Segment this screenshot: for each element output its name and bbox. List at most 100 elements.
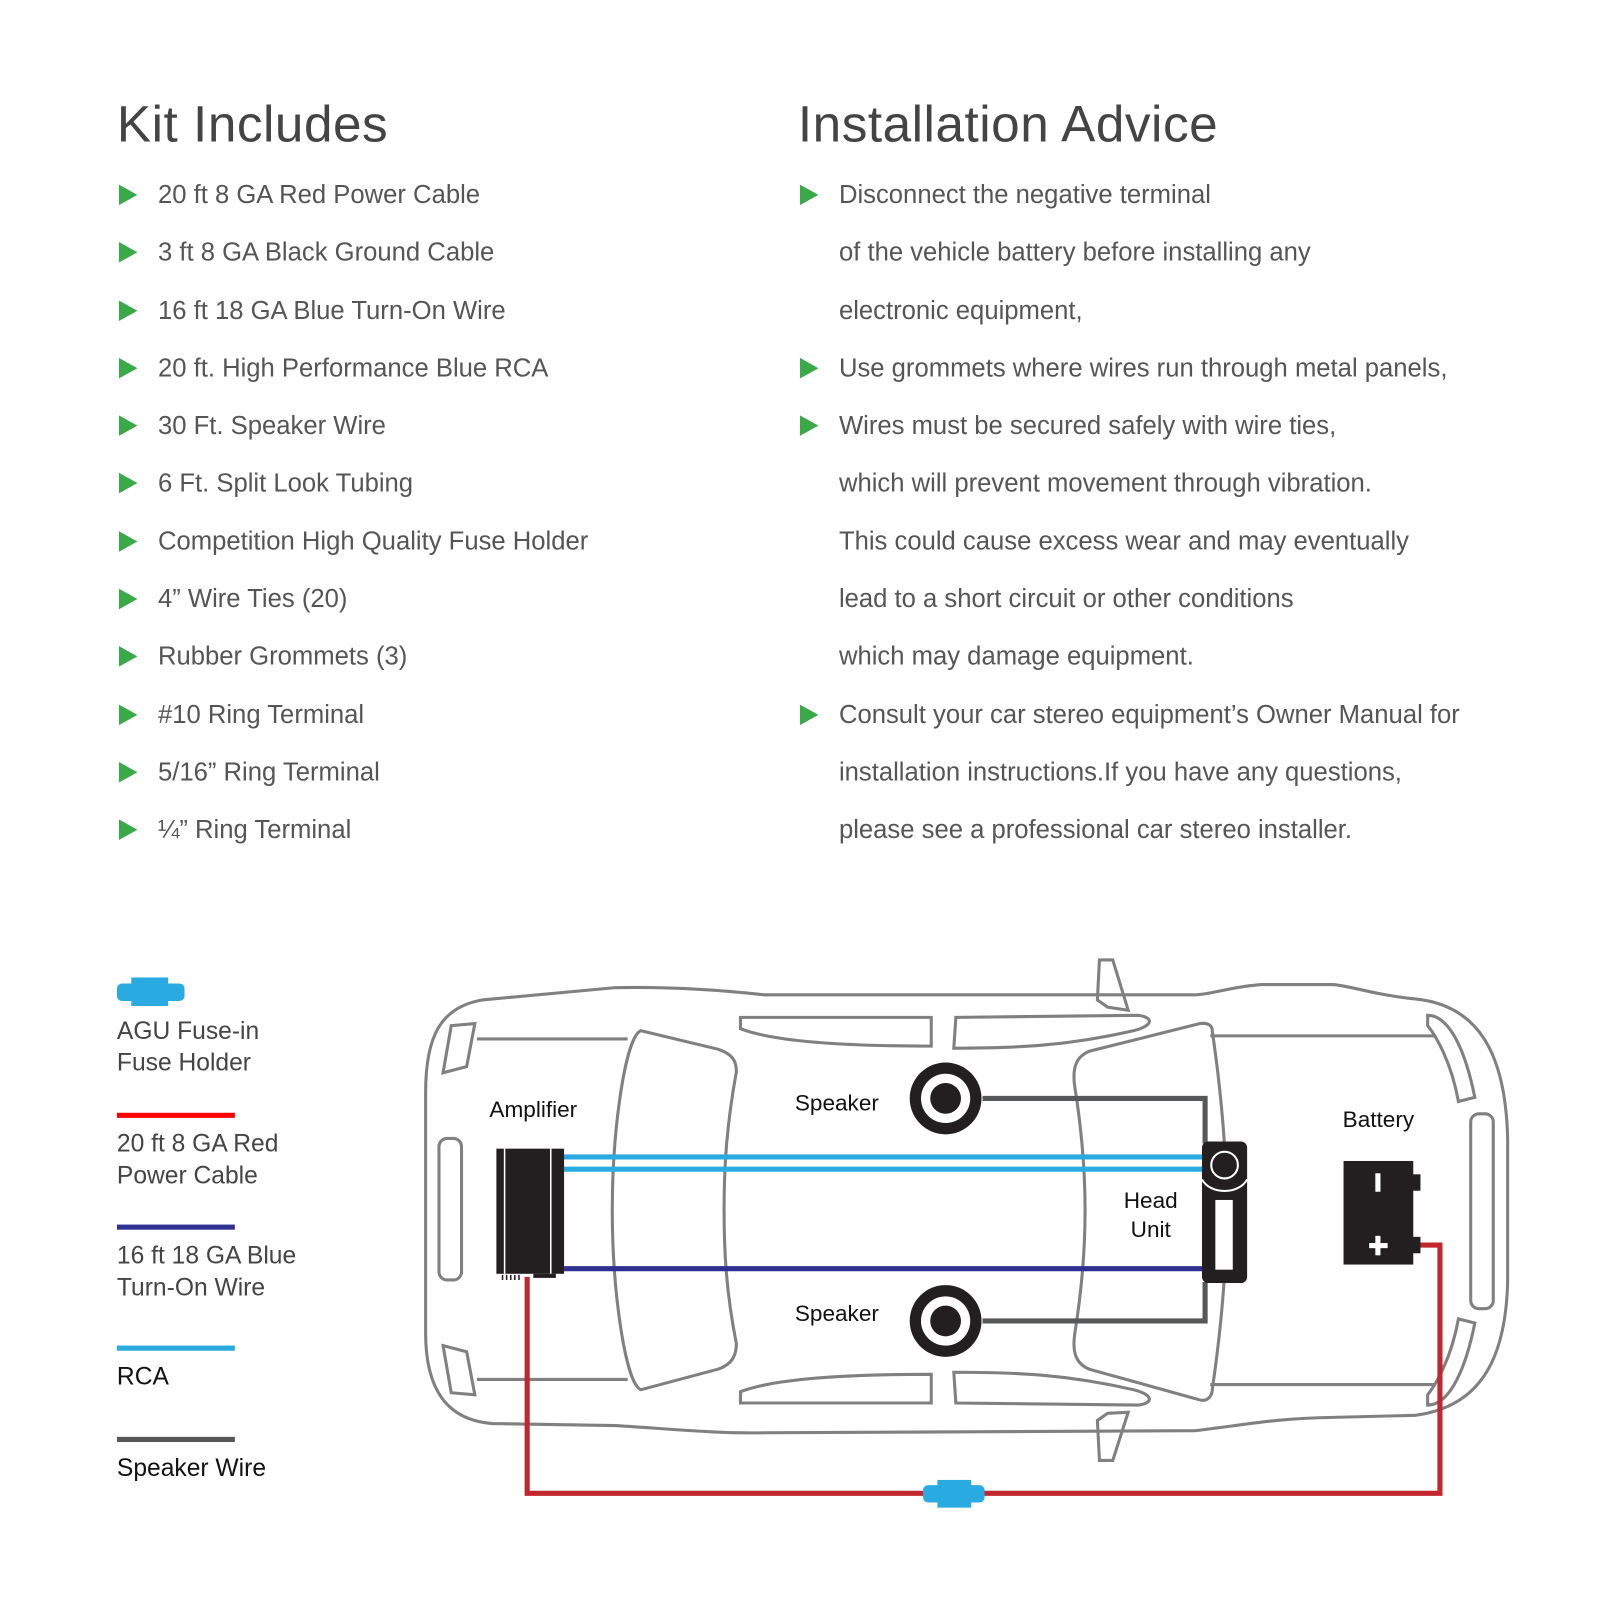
legend-fuse-label-1: AGU Fuse-in (116, 1017, 260, 1046)
legend-power-swatch (116, 1112, 235, 1118)
advice-line: This could cause excess wear and may eve… (800, 523, 1460, 581)
legend-turnon-label-2: Turn-On Wire (116, 1273, 266, 1302)
kit-item-text: 20 ft. High Performance Blue RCA (157, 353, 549, 383)
kit-item-text: Rubber Grommets (3) (157, 642, 408, 672)
advice-line: Use grommets where wires run through met… (799, 350, 1460, 408)
amplifier-label: Amplifier (489, 1096, 578, 1123)
legend-speaker-swatch (116, 1436, 235, 1442)
advice-line-text: of the vehicle battery before installing… (838, 238, 1311, 267)
bullet-triangle-icon (799, 357, 819, 379)
kit-item: 4” Wire Ties (20) (118, 581, 588, 639)
bullet-triangle-icon (799, 415, 819, 437)
advice-line-text: please see a professional car stereo ins… (838, 815, 1353, 845)
power-cable (524, 1242, 1443, 1496)
head-unit-icon (1201, 1141, 1249, 1284)
kit-item: 5/16” Ring Terminal (118, 754, 588, 812)
kit-item-text: 3 ft 8 GA Black Ground Cable (157, 238, 495, 267)
advice-line-text: Use grommets where wires run through met… (838, 353, 1448, 383)
legend-turnon-swatch (116, 1224, 235, 1230)
kit-item: 6 Ft. Split Look Tubing (118, 465, 588, 523)
bullet-triangle-icon (118, 761, 138, 783)
advice-line-text: Disconnect the negative terminal (838, 180, 1211, 210)
wires (524, 1095, 1443, 1496)
amplifier-icon (496, 1148, 565, 1280)
legend-speaker-label: Speaker Wire (116, 1454, 267, 1482)
kit-item-text: 6 Ft. Split Look Tubing (157, 469, 414, 498)
kit-item-text: 5/16” Ring Terminal (157, 757, 380, 787)
kit-item-text: Competition High Quality Fuse Holder (157, 526, 589, 556)
kit-includes-heading: Kit Includes (116, 95, 389, 153)
legend-rca-swatch (116, 1345, 235, 1351)
advice-line-text: Consult your car stereo equipment’s Owne… (838, 700, 1460, 729)
speaker-bottom-icon (909, 1285, 982, 1357)
kit-item: 20 ft. High Performance Blue RCA (118, 350, 588, 408)
legend-power-label-1: 20 ft 8 GA Red (116, 1130, 279, 1158)
advice-line: Consult your car stereo equipment’s Owne… (799, 696, 1460, 754)
advice-line-text: Wires must be secured safely with wire t… (838, 411, 1337, 441)
legend-turnon-label-1: 16 ft 18 GA Blue (116, 1242, 297, 1270)
fuse-holder-icon (116, 977, 185, 1007)
kit-item: ¼” Ring Terminal (118, 812, 588, 870)
advice-line: please see a professional car stereo ins… (800, 812, 1460, 870)
kit-item: #10 Ring Terminal (118, 696, 588, 754)
bullet-triangle-icon (118, 300, 138, 321)
kit-item-text: 4” Wire Ties (20) (157, 584, 348, 614)
battery-icon (1343, 1160, 1421, 1265)
legend-rca: RCA (116, 1345, 235, 1393)
kit-item: Competition High Quality Fuse Holder (118, 523, 589, 581)
bullet-triangle-icon (118, 704, 138, 725)
bullet-triangle-icon (118, 473, 138, 494)
bullet-triangle-icon (799, 704, 819, 725)
installation-advice-heading: Installation Advice (797, 95, 1219, 153)
bullet-triangle-icon (799, 184, 819, 206)
advice-line: of the vehicle battery before installing… (800, 234, 1460, 292)
advice-line-text: which will prevent movement through vibr… (838, 469, 1372, 498)
advice-line: Wires must be secured safely with wire t… (799, 407, 1460, 465)
kit-item-text: 16 ft 18 GA Blue Turn-On Wire (157, 295, 506, 325)
head-unit-label-1: Head (1123, 1187, 1178, 1214)
advice-line-text: lead to a short circuit or other conditi… (838, 584, 1294, 614)
advice-line: lead to a short circuit or other conditi… (800, 581, 1460, 639)
legend-rca-label: RCA (116, 1363, 169, 1391)
speaker-top-label: Speaker (794, 1090, 879, 1116)
speaker-wire-top (982, 1095, 1208, 1144)
advice-line-text: which may damage equipment. (838, 642, 1194, 672)
bullet-triangle-icon (118, 646, 138, 668)
bullet-triangle-icon (118, 531, 138, 552)
inline-fuse-holder-icon (923, 1479, 985, 1508)
legend-fuse-label-2: Fuse Holder (116, 1049, 251, 1077)
kit-item: Rubber Grommets (3) (118, 638, 588, 696)
kit-item: 20 ft 8 GA Red Power Cable (118, 176, 588, 234)
speaker-top-icon (909, 1062, 982, 1135)
speaker-bottom-label: Speaker (794, 1300, 879, 1327)
car-outline (424, 958, 1510, 1462)
advice-line: Disconnect the negative terminal (799, 176, 1460, 234)
kit-list: 20 ft 8 GA Red Power Cable 3 ft 8 GA Blac… (118, 176, 589, 870)
advice-line: which will prevent movement through vibr… (800, 465, 1460, 523)
kit-item-text: 20 ft 8 GA Red Power Cable (157, 180, 481, 210)
bullet-triangle-icon (118, 184, 138, 206)
advice-line: installation instructions.If you have an… (800, 754, 1460, 812)
kit-item: 16 ft 18 GA Blue Turn-On Wire (118, 292, 588, 350)
advice-line: which may damage equipment. (800, 638, 1460, 696)
bullet-triangle-icon (118, 357, 138, 379)
kit-item-text: #10 Ring Terminal (157, 700, 365, 729)
head-unit-label-2: Unit (1130, 1216, 1171, 1243)
bullet-triangle-icon (118, 415, 138, 437)
advice-line-text: This could cause excess wear and may eve… (838, 526, 1410, 556)
advice-line-text: installation instructions.If you have an… (838, 757, 1402, 787)
advice-line: electronic equipment, (800, 292, 1460, 350)
legend-speaker: Speaker Wire (116, 1436, 267, 1484)
battery-label: Battery (1342, 1106, 1415, 1133)
advice-line-text: electronic equipment, (838, 295, 1083, 325)
kit-item: 3 ft 8 GA Black Ground Cable (118, 234, 588, 292)
advice-list: Disconnect the negative terminal of the v… (799, 176, 1460, 870)
legend-power-label-2: Power Cable (116, 1162, 258, 1190)
bullet-triangle-icon (118, 242, 138, 263)
